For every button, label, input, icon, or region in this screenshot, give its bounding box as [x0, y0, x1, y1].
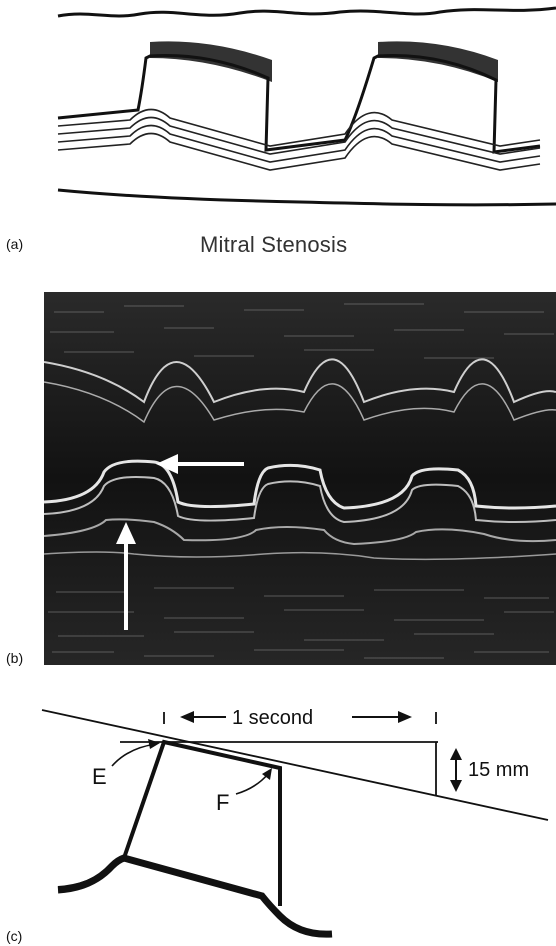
posterior-wall-lines: [58, 109, 540, 170]
top-wall-line: [58, 8, 556, 16]
leaflet-cap-1: [150, 41, 272, 82]
panel-b-label: (b): [6, 650, 23, 666]
point-e-arrowhead: [148, 739, 160, 749]
figure-title: Mitral Stenosis: [200, 232, 347, 258]
point-f-label: F: [216, 790, 229, 815]
panel-b-echo-image: [44, 292, 556, 665]
panel-a-schematic: [0, 0, 556, 225]
leaflet-lower-trace: [124, 858, 332, 934]
point-e-label: E: [92, 764, 107, 789]
panel-c-label: (c): [6, 928, 22, 944]
bottom-wall-line: [58, 190, 556, 205]
panel-a-label: (a): [6, 236, 23, 252]
point-e-pointer: [112, 744, 156, 766]
panel-c-measurement-diagram: 1 second 15 mm E F: [0, 700, 556, 940]
point-f-pointer: [236, 774, 268, 794]
amplitude-arrow: [450, 748, 462, 792]
amplitude-label: 15 mm: [468, 759, 529, 781]
interval-label: 1 second: [232, 707, 313, 729]
leaflet-cap-2: [378, 41, 498, 82]
